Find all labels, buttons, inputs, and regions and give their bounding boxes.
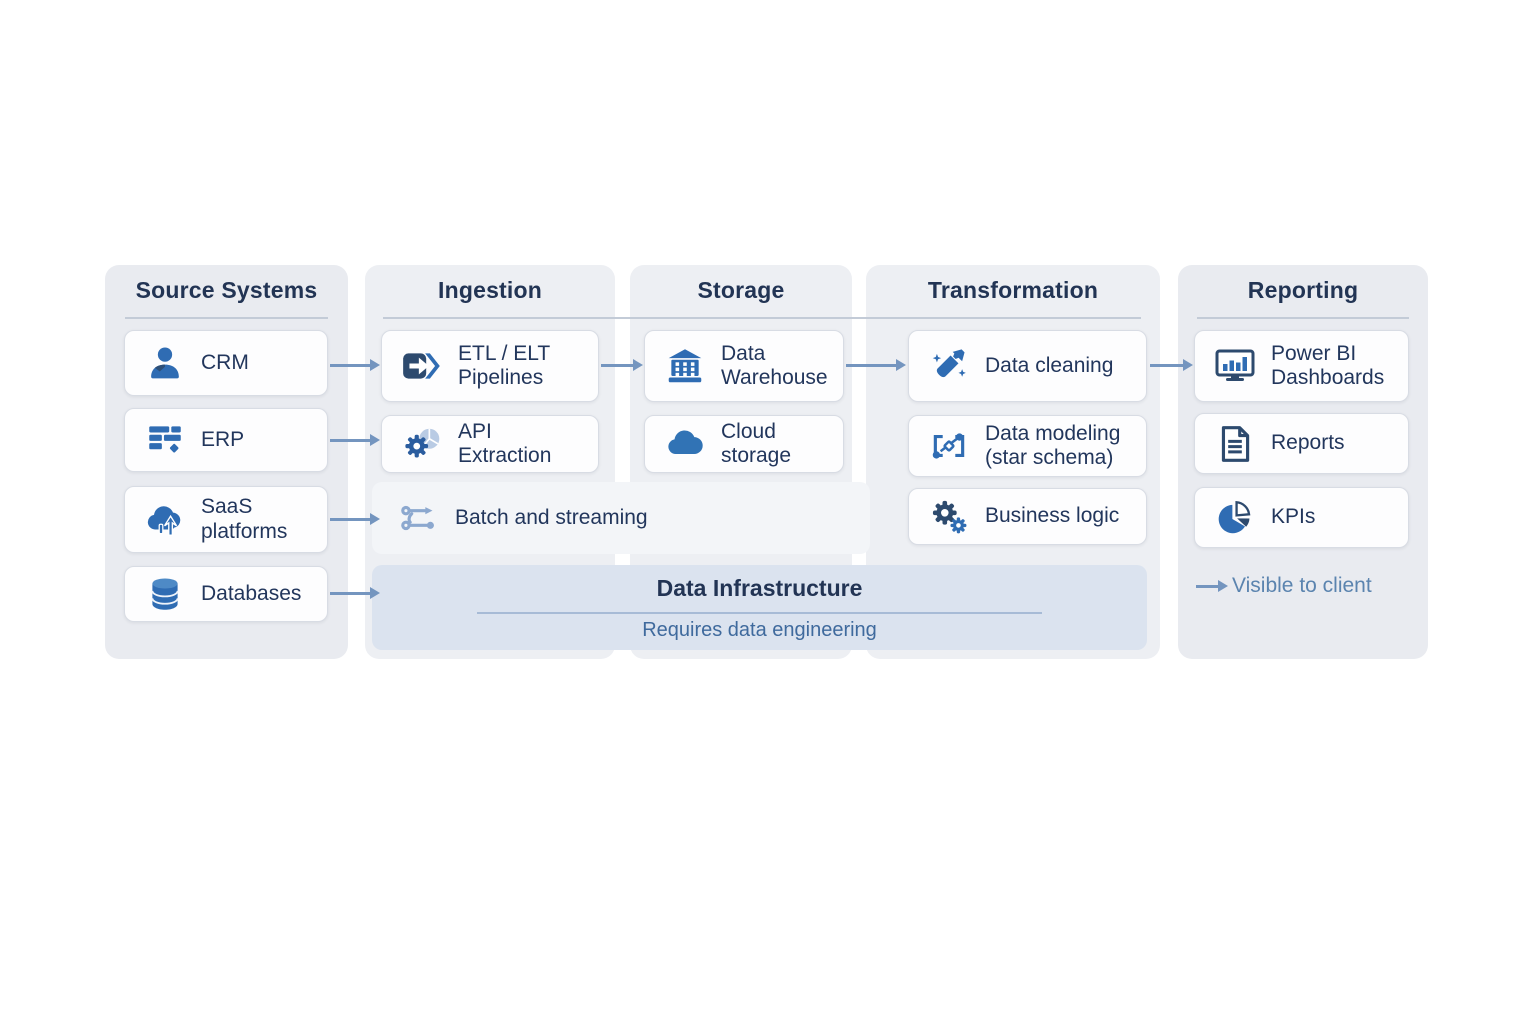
stream-flow-icon [396,497,440,539]
card-kpis-label: KPIs [1271,505,1316,529]
card-kpis: KPIs [1194,487,1409,548]
card-etl-elt-pipelines: ETL / ELT Pipelines [381,330,599,402]
card-erp-label: ERP [201,427,245,451]
card-cloud-storage-label: Cloud storage [721,419,792,467]
column-title-ingestion: Ingestion [437,277,543,303]
card-api-extraction: API Extraction [381,415,599,473]
warehouse-icon [663,345,707,387]
column-title-source-systems: Source Systems [135,277,318,303]
card-cloud-storage: Cloud storage [644,415,844,473]
legend-arrow-icon [1196,581,1228,591]
gears-icon [927,496,971,538]
legend-label: Visible to client [1232,574,1372,597]
cloud-icon [663,423,707,465]
card-reports: Reports [1194,413,1409,474]
card-saas-platforms: SaaS platforms [124,486,328,553]
report-document-icon [1213,423,1257,465]
card-business-logic: Business logic [908,488,1147,545]
card-data-warehouse: Data Warehouse [644,330,844,402]
batch-streaming-label: Batch and streaming [455,505,648,529]
card-cleaning-label: Data cleaning [985,353,1114,377]
header-divider-reporting [1197,317,1409,319]
arrow-etl-to-warehouse [601,360,643,370]
card-reports-label: Reports [1271,431,1345,455]
card-databases-label: Databases [201,581,302,605]
dashboard-monitor-icon [1213,345,1257,387]
card-databases: Databases [124,566,328,622]
header-divider-middle [383,317,1141,319]
banner-title: Data Infrastructure [656,575,863,601]
data-infrastructure-banner: Data Infrastructure Requires data engine… [372,565,1147,650]
arrow-saas-to-batch [330,514,380,524]
card-api-label: API Extraction [458,419,552,467]
banner-divider [477,612,1042,614]
pipeline-arrow-icon [400,345,444,387]
card-data-modeling: Data modeling (star schema) [908,415,1147,477]
gear-pie-icon [400,423,444,465]
arrow-erp-to-api [330,435,380,445]
column-title-storage: Storage [697,277,785,303]
arrow-crm-to-etl [330,360,380,370]
card-erp: ERP [124,408,328,472]
card-saas-label: SaaS platforms [201,495,288,543]
card-modeling-label: Data modeling (star schema) [985,421,1121,469]
table-grid-icon [143,419,187,461]
arrow-warehouse-to-cleaning [846,360,906,370]
card-crm-label: CRM [201,350,249,374]
star-schema-icon [927,425,971,467]
arrow-databases-to-infrastructure [330,588,380,598]
header-divider-source [125,317,328,319]
card-warehouse-label: Data Warehouse [721,341,828,389]
cloud-upload-icon [143,499,187,541]
spray-clean-icon [927,345,971,387]
arrow-cleaning-to-powerbi [1150,360,1193,370]
pie-chart-icon [1213,497,1257,539]
column-title-reporting: Reporting [1247,277,1359,303]
person-icon [143,342,187,384]
database-icon [143,573,187,615]
card-business-logic-label: Business logic [985,504,1120,528]
banner-subtitle: Requires data engineering [642,619,877,641]
card-crm: CRM [124,330,328,396]
card-etl-label: ETL / ELT Pipelines [458,341,550,389]
column-title-transformation: Transformation [927,277,1099,303]
card-data-cleaning: Data cleaning [908,330,1147,402]
card-powerbi-dashboards: Power BI Dashboards [1194,330,1409,402]
batch-and-streaming-row: Batch and streaming [372,482,870,554]
card-powerbi-label: Power BI Dashboards [1271,341,1385,389]
